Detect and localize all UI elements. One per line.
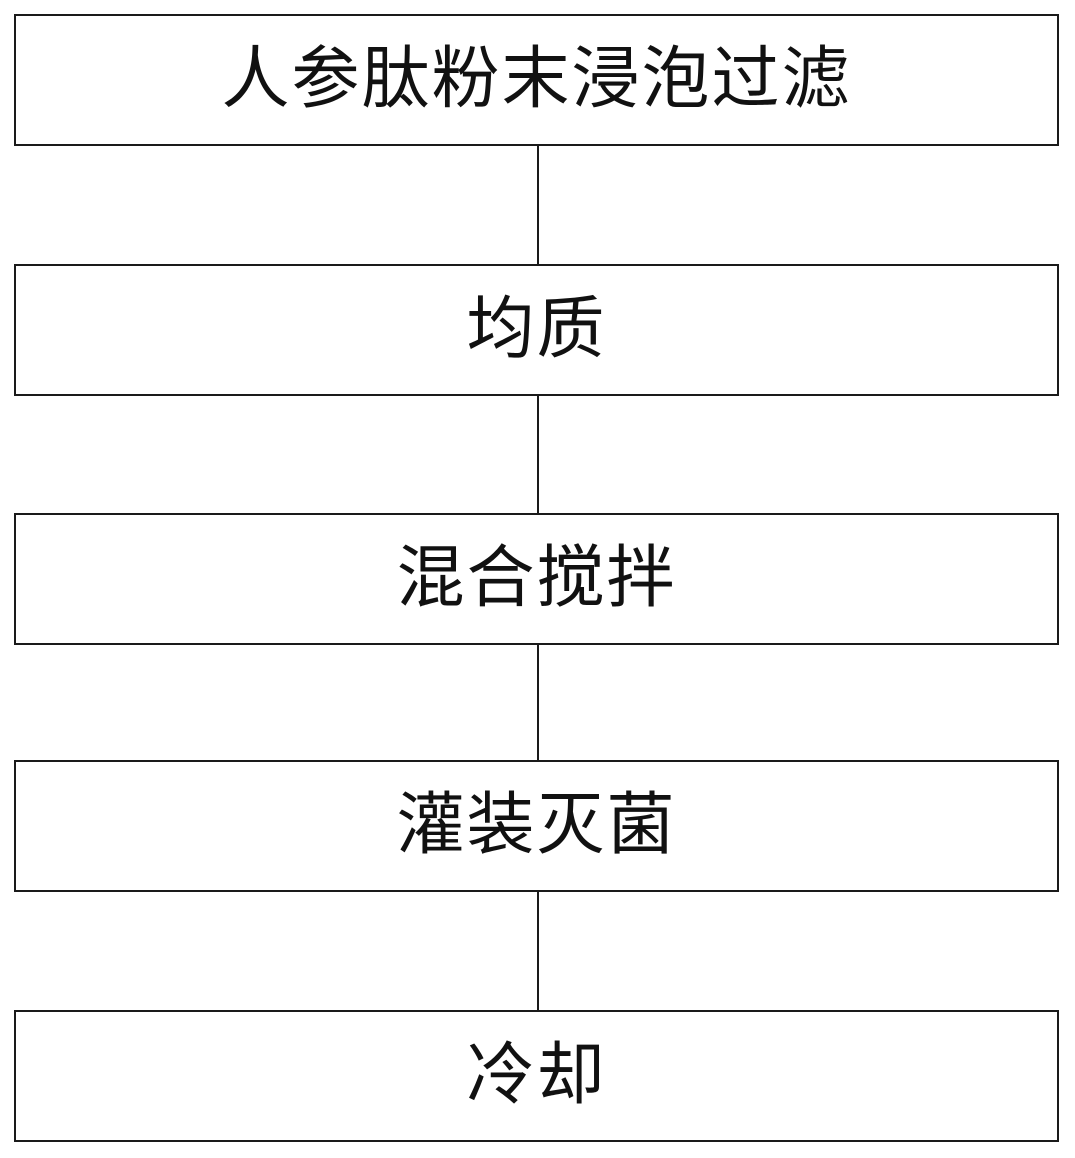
connector-line (537, 396, 539, 513)
step-label: 冷却 (466, 1036, 607, 1115)
step-label: 均质 (466, 290, 607, 369)
connector-line (537, 146, 539, 264)
step-box-fill-sterilize: 灌装灭菌 (14, 760, 1059, 892)
step-label: 人参肽粉末浸泡过滤 (221, 40, 852, 119)
step-box-cool: 冷却 (14, 1010, 1059, 1142)
connector-line (537, 645, 539, 760)
step-label: 混合搅拌 (396, 539, 677, 618)
step-box-ginseng-peptide-soak-filter: 人参肽粉末浸泡过滤 (14, 14, 1059, 146)
step-box-mix-stir: 混合搅拌 (14, 513, 1059, 645)
step-label: 灌装灭菌 (396, 786, 677, 865)
step-box-homogenize: 均质 (14, 264, 1059, 396)
connector-line (537, 892, 539, 1010)
